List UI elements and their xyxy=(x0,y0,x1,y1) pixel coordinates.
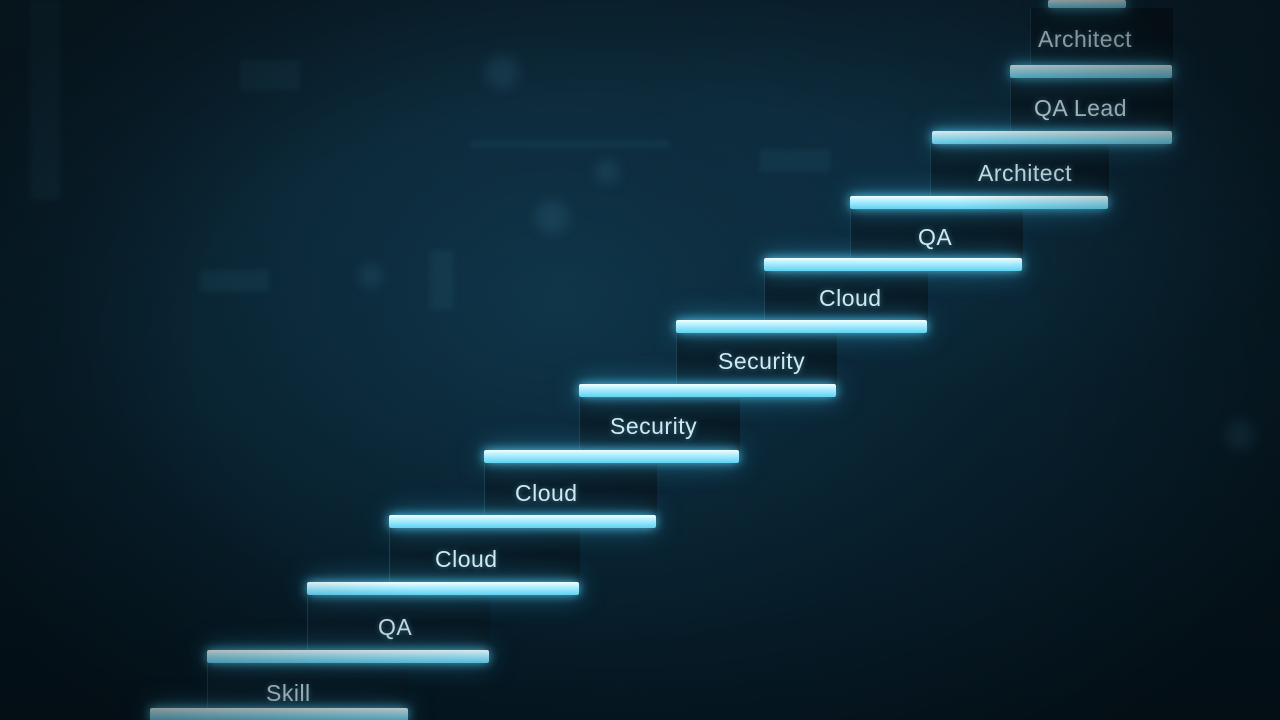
step-riser xyxy=(389,528,580,586)
step-label: QA Lead xyxy=(1034,95,1128,121)
step-label: Skill xyxy=(266,680,311,706)
step-label: Cloud xyxy=(515,480,578,506)
step-tread xyxy=(150,708,408,720)
step-riser xyxy=(307,596,490,654)
background-shape xyxy=(200,270,270,292)
step-tread xyxy=(932,131,1172,144)
background-light xyxy=(1225,420,1255,450)
step-label: Security xyxy=(718,348,806,374)
background-light xyxy=(485,55,519,89)
step-tread xyxy=(764,258,1022,271)
step-label: QA xyxy=(378,614,413,640)
step-riser xyxy=(764,272,928,327)
step-label: Cloud xyxy=(819,285,882,311)
step-tread xyxy=(307,582,579,595)
background-shape xyxy=(240,60,300,90)
background-light xyxy=(595,160,619,184)
step-riser xyxy=(930,145,1109,201)
step-label: QA xyxy=(918,224,953,250)
step-label: Architect xyxy=(1038,26,1132,52)
step-riser xyxy=(1030,8,1173,70)
step-tread xyxy=(850,196,1108,209)
step-tread xyxy=(676,320,927,333)
background-light xyxy=(360,265,382,287)
step-label: Cloud xyxy=(435,546,498,572)
step-tread xyxy=(389,515,656,528)
step-riser xyxy=(1010,78,1173,138)
step-riser xyxy=(579,398,740,456)
step-riser xyxy=(850,210,1023,265)
step-tread xyxy=(1048,0,1126,8)
background-shape xyxy=(430,250,454,310)
step-tread xyxy=(484,450,739,463)
step-label: Security xyxy=(610,413,698,439)
step-riser xyxy=(484,464,657,522)
step-tread xyxy=(207,650,489,663)
step-riser xyxy=(676,333,837,391)
step-label: Architect xyxy=(978,160,1072,186)
step-tread xyxy=(1010,65,1172,78)
background-light xyxy=(535,200,569,234)
step-tread xyxy=(579,384,836,397)
background-shape xyxy=(30,0,60,200)
background-shape xyxy=(470,140,670,148)
background-shape xyxy=(760,150,830,172)
